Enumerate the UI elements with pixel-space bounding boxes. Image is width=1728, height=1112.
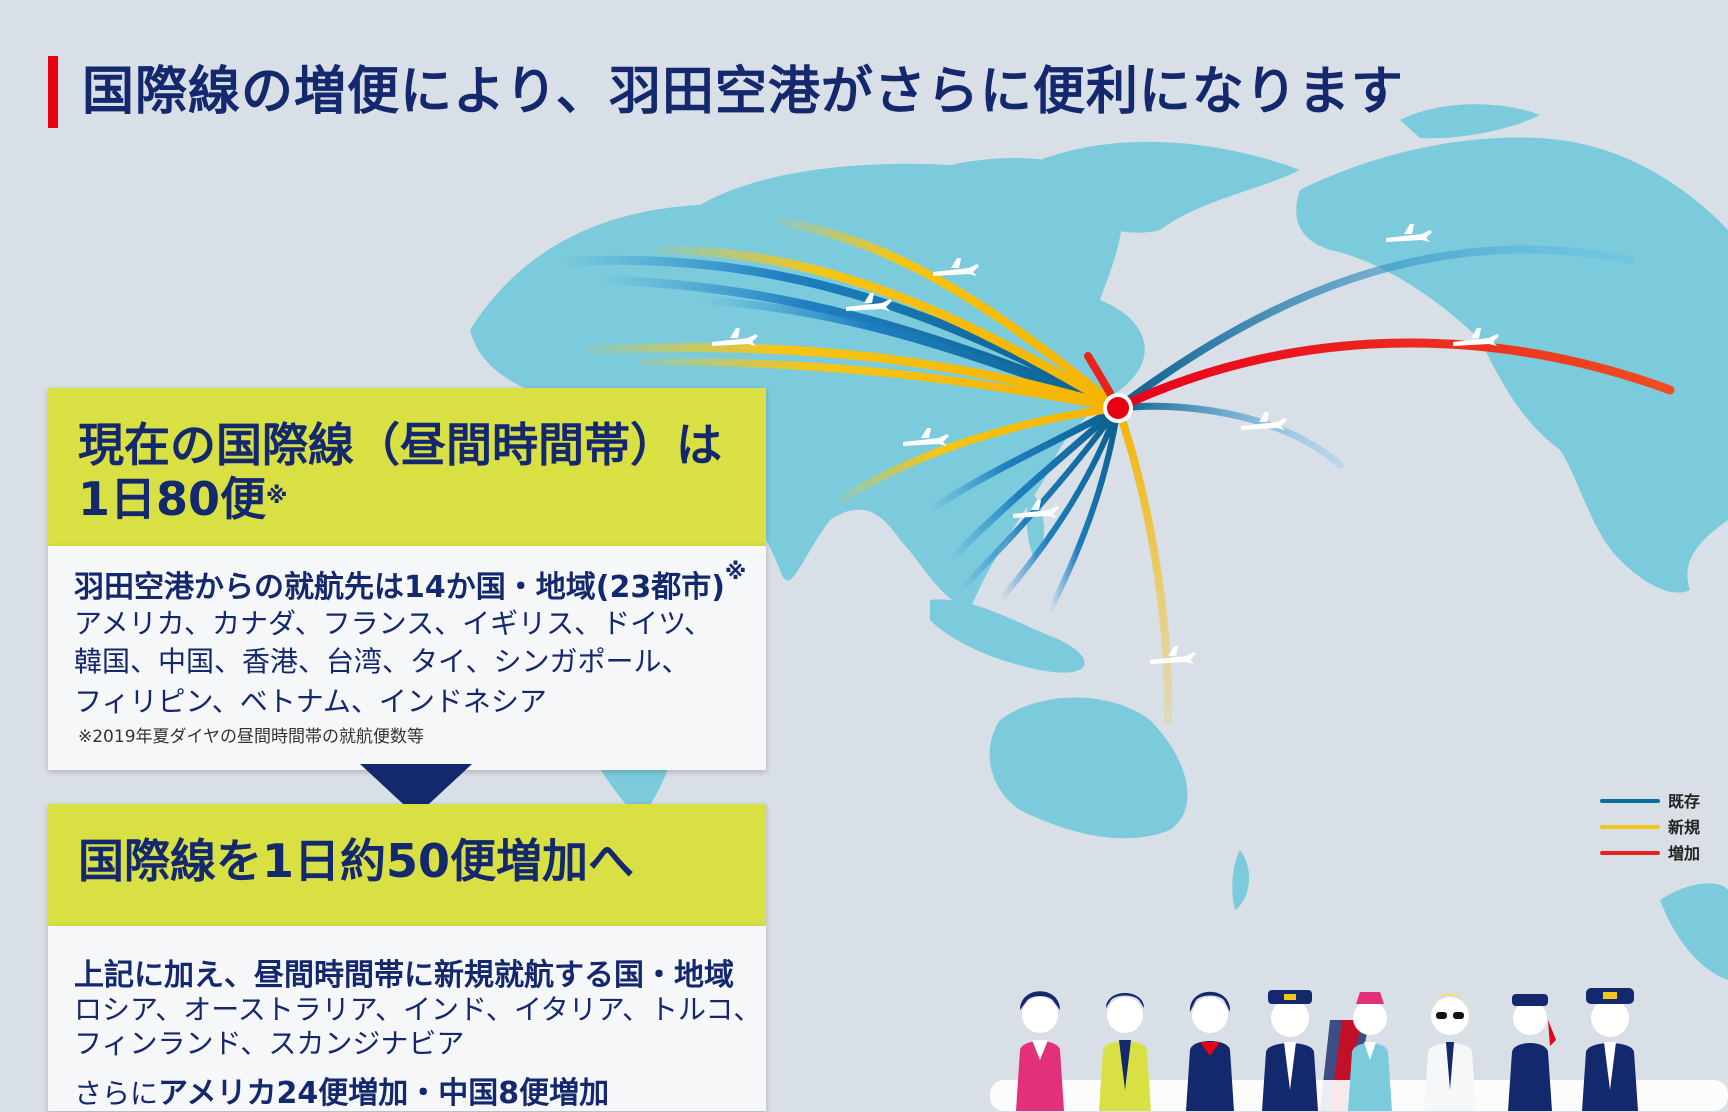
legend-item-existing: 既存: [1600, 788, 1718, 812]
crew-member: [1099, 993, 1151, 1111]
haneda-hub-marker: [1103, 393, 1133, 423]
airplane-icon: [933, 258, 979, 276]
future-flights-headline-box: 国際線を1日約50便増加へ: [48, 804, 766, 926]
route-existing-west-3: [696, 296, 1122, 412]
route-existing-east-2: [1114, 402, 1344, 469]
route-existing-sw-4: [997, 405, 1121, 603]
current-destinations-box: 羽田空港からの就航先は14か国・地域(23都市)※ アメリカ、カナダ、フランス、…: [48, 546, 766, 770]
airplane-icon: [1013, 500, 1059, 518]
route-existing-sw-2: [946, 404, 1122, 564]
legend-item-new: 新規: [1600, 814, 1718, 838]
future-increase-prefix: さらに: [74, 1077, 159, 1110]
subhead-note-mark: ※: [724, 560, 747, 585]
legend-label-increase: 増加: [1668, 844, 1701, 863]
current-subhead-text: 羽田空港からの就航先は14か国・地域(23都市): [74, 570, 725, 605]
current-flights-headline: 現在の国際線（昼間時間帯）は 1日80便※: [78, 418, 722, 526]
route-new-west-1: [775, 217, 1123, 413]
crew-figures: [1016, 988, 1638, 1111]
routes-new: [585, 217, 1173, 724]
legend-label-new: 新規: [1668, 818, 1701, 837]
current-headline-line2: 1日80便※: [78, 472, 722, 526]
route-existing-sw-3: [957, 405, 1121, 593]
route-new-australia: [1114, 404, 1173, 724]
land-arctic-islands: [1400, 104, 1540, 139]
land-eurasia: [470, 157, 1145, 610]
land-new-zealand: [1232, 850, 1250, 910]
crew-member: [1016, 991, 1064, 1111]
airplane-icons: [712, 224, 1499, 664]
current-countries-line2: 韓国、中国、香港、台湾、タイ、シンガポール、: [74, 645, 690, 678]
page-title: 国際線の増便により、羽田空港がさらに便利になります: [82, 62, 1404, 122]
airplane-icon: [1453, 328, 1499, 346]
legend-swatch-existing: [1600, 799, 1660, 803]
airplane-icon: [846, 293, 892, 311]
crew-member: [1186, 991, 1234, 1111]
legend-swatch-increase: [1600, 851, 1660, 855]
airplane-icon: [1150, 646, 1196, 664]
airplane-icon: [1386, 224, 1432, 242]
current-countries-line1: アメリカ、カナダ、フランス、イギリス、ドイツ、: [74, 607, 712, 640]
current-flights-headline-box: 現在の国際線（昼間時間帯）は 1日80便※: [48, 388, 766, 546]
current-flight-count: 1日80便: [78, 472, 267, 526]
route-increase-usa: [1113, 338, 1675, 413]
land-north-america: [1296, 137, 1728, 593]
airline-crew-illustration: [990, 988, 1728, 1111]
route-new-india: [836, 404, 1122, 504]
future-countries-line1: ロシア、オーストラリア、インド、イタリア、トルコ、: [74, 993, 762, 1026]
legend-swatch-new: [1600, 825, 1660, 829]
route-existing-east-1: [1114, 245, 1634, 412]
current-countries-line3: フィリピン、ベトナム、インドネシア: [74, 685, 547, 718]
land-south-america: [1660, 883, 1728, 980]
crew-member: [1348, 992, 1392, 1111]
land-sea-islands: [930, 599, 1085, 673]
route-new-west-4: [636, 357, 1122, 412]
future-countries-line2: フィンランド、スカンジナビア: [74, 1027, 465, 1060]
future-destinations-box: 上記に加え、昼間時間帯に新規就航する国・地域 ロシア、オーストラリア、インド、イ…: [48, 926, 766, 1111]
route-existing-sw-1: [926, 404, 1122, 514]
crew-member: [1262, 990, 1318, 1111]
future-increase-text: アメリカ24便増加・中国8便増加: [158, 1076, 610, 1111]
crew-member: [1424, 993, 1476, 1111]
crew-member: [1582, 988, 1638, 1111]
land-australia: [989, 697, 1188, 839]
current-footnote: ※2019年夏ダイヤの昼間時間帯の就航便数等: [78, 727, 424, 747]
airplane-icon: [903, 428, 949, 446]
future-destinations-subhead: 上記に加え、昼間時間帯に新規就航する国・地域: [74, 958, 734, 993]
legend-item-increase: 増加: [1600, 840, 1718, 864]
current-headline-line1: 現在の国際線（昼間時間帯）は: [78, 418, 722, 472]
airplane-icon: [1241, 412, 1287, 430]
current-destinations-subhead: 羽田空港からの就航先は14か国・地域(23都市)※: [74, 560, 747, 606]
crew-member: [1508, 994, 1556, 1111]
future-flights-headline: 国際線を1日約50便増加へ: [78, 834, 635, 888]
land-east-siberia: [1040, 141, 1300, 233]
route-new-west-3: [585, 342, 1123, 413]
airplane-icon: [712, 328, 758, 346]
legend-label-existing: 既存: [1668, 792, 1701, 811]
note-mark: ※: [266, 484, 288, 509]
route-new-west-2: [655, 245, 1123, 413]
future-increase-line: さらにアメリカ24便増加・中国8便増加: [74, 1068, 609, 1112]
route-existing-sw-5: [1047, 405, 1121, 613]
title-accent-bar: [48, 56, 58, 128]
